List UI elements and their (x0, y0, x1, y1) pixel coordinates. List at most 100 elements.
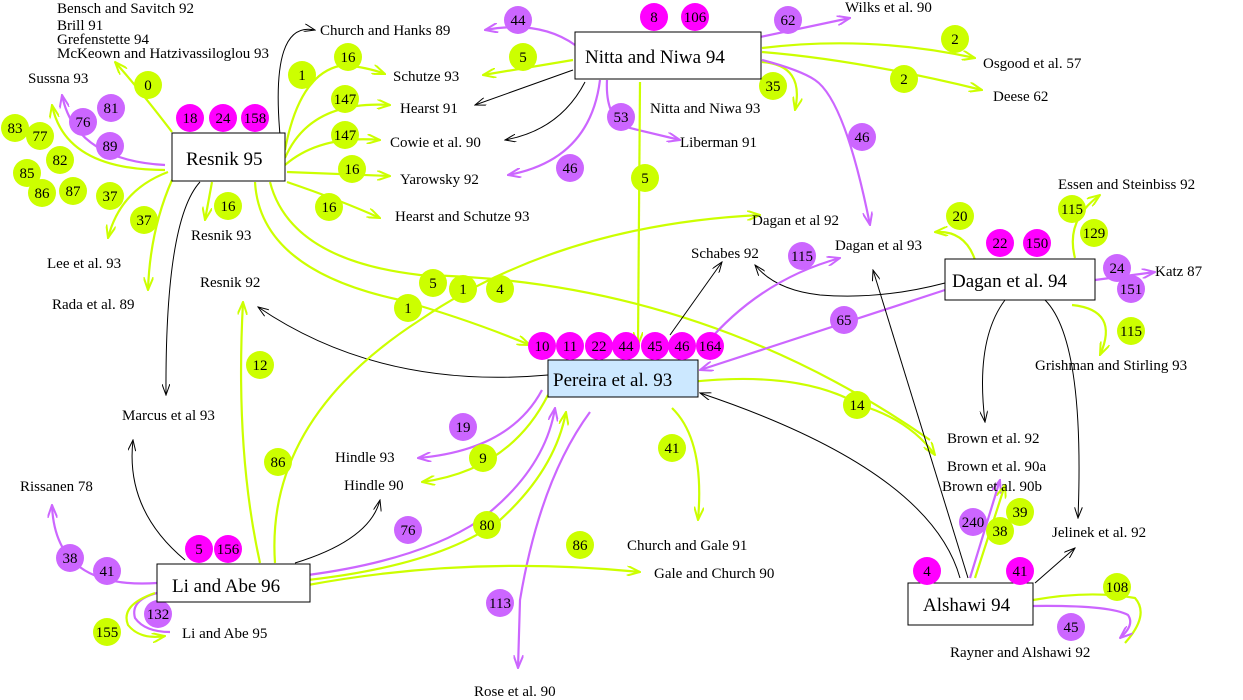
badge-circle (830, 306, 858, 334)
reference-label[interactable]: Liberman 91 (680, 135, 757, 151)
count-badge: 16 (315, 193, 343, 221)
edge (689, 377, 935, 455)
reference-label[interactable]: Resnik 92 (200, 275, 260, 291)
badge-value: 11 (563, 339, 577, 355)
reference-label[interactable]: Marcus et al 93 (122, 408, 215, 424)
reference-label[interactable]: Li and Abe 95 (182, 626, 267, 642)
count-badge: 41 (658, 434, 686, 462)
reference-label[interactable]: Grefenstette 94 (57, 32, 150, 48)
badge-value: 80 (480, 518, 495, 534)
reference-label[interactable]: Hindle 90 (344, 478, 404, 494)
badge-value: 0 (144, 78, 152, 94)
reference-label[interactable]: Rissanen 78 (20, 479, 93, 495)
badge-value: 38 (993, 524, 1008, 540)
reference-label[interactable]: Church and Hanks 89 (320, 23, 450, 39)
reference-label[interactable]: Brill 91 (57, 18, 103, 34)
badge-value: 12 (253, 358, 268, 374)
count-badge: 86 (264, 448, 292, 476)
count-badge: 38 (56, 544, 84, 572)
nodes-layer: Resnik 95 Nitta and Niwa 94 Dagan et al.… (156, 31, 1096, 626)
reference-label[interactable]: Nitta and Niwa 93 (650, 101, 760, 117)
count-badge: 151 (1117, 275, 1145, 303)
count-badge: 10 (528, 332, 556, 360)
badge-circle (96, 182, 124, 210)
reference-label[interactable]: Wilks et al. 90 (845, 0, 932, 16)
references-layer: Bensch and Savitch 92 Brill 91 Grefenste… (20, 0, 1203, 700)
reference-label[interactable]: Brown et al. 90b (942, 479, 1042, 495)
badge-circle (759, 72, 787, 100)
badge-circle (334, 43, 362, 71)
count-badge: 37 (130, 206, 158, 234)
badge-value: 2 (900, 72, 908, 88)
reference-label[interactable]: Deese 62 (993, 89, 1048, 105)
badge-circle (1103, 254, 1131, 282)
edge (1032, 604, 1130, 638)
edge (761, 42, 975, 58)
reference-label[interactable]: Church and Gale 91 (627, 538, 747, 554)
node-label: Li and Abe 96 (172, 576, 280, 597)
node-nitta-and-niwa-94[interactable]: Nitta and Niwa 94 (574, 31, 762, 80)
reference-label[interactable]: Schutze 93 (393, 69, 459, 85)
node-resnik-95[interactable]: Resnik 95 (171, 132, 286, 182)
reference-label[interactable]: Gale and Church 90 (654, 566, 774, 582)
badge-circle (585, 332, 613, 360)
badge-value: 85 (20, 166, 35, 182)
reference-label[interactable]: Dagan et al 92 (752, 213, 839, 229)
reference-label[interactable]: Cowie et al. 90 (390, 135, 481, 151)
reference-label[interactable]: Yarowsky 92 (400, 172, 479, 188)
badge-circle (176, 104, 204, 132)
badge-circle (959, 508, 987, 536)
reference-label[interactable]: Essen and Steinbiss 92 (1058, 177, 1195, 193)
count-badge: 2 (941, 25, 969, 53)
count-badge: 115 (788, 242, 816, 270)
edge (1032, 593, 1142, 644)
edge (669, 262, 722, 336)
node-dagan-et-al-94[interactable]: Dagan et al. 94 (944, 258, 1096, 301)
edge (505, 81, 586, 140)
node-alshawi-94[interactable]: Alshawi 94 (907, 582, 1034, 626)
reference-label[interactable]: Dagan et al 93 (835, 238, 922, 254)
reference-label[interactable]: Katz 87 (1155, 264, 1203, 280)
badge-value: 46 (675, 339, 691, 355)
badge-value: 18 (183, 111, 198, 127)
reference-label[interactable]: Sussna 93 (28, 71, 88, 87)
badge-circle (986, 229, 1014, 257)
reference-label[interactable]: Rada et al. 89 (52, 297, 134, 313)
count-badge: 65 (830, 306, 858, 334)
count-badge: 156 (214, 535, 242, 563)
badge-circle (1006, 557, 1034, 585)
reference-label[interactable]: Hearst and Schutze 93 (395, 209, 530, 225)
badge-circle (774, 6, 802, 34)
reference-label[interactable]: Brown et al. 90a (947, 459, 1046, 475)
reference-label[interactable]: Bensch and Savitch 92 (57, 1, 194, 17)
edge (704, 258, 840, 346)
node-li-and-abe-96[interactable]: Li and Abe 96 (156, 563, 311, 603)
badge-value: 5 (641, 171, 649, 187)
edge (241, 302, 262, 564)
count-badge: 129 (1080, 219, 1108, 247)
badge-value: 76 (76, 115, 92, 131)
edge (508, 79, 602, 175)
reference-label[interactable]: Grishman and Stirling 93 (1035, 358, 1187, 374)
node-pereira-et-al-93[interactable]: Pereira et al. 93 (547, 359, 699, 398)
count-badge: 38 (986, 517, 1014, 545)
reference-label[interactable]: Schabes 92 (691, 246, 759, 262)
count-badge: 8 (640, 3, 668, 31)
reference-label[interactable]: Brown et al. 92 (947, 431, 1039, 447)
reference-label[interactable]: McKeown and Hatzivassiloglou 93 (57, 46, 269, 62)
reference-label[interactable]: Resnik 93 (191, 228, 251, 244)
badge-value: 16 (322, 200, 338, 216)
reference-label[interactable]: Rayner and Alshawi 92 (950, 645, 1090, 661)
reference-label[interactable]: Lee et al. 93 (47, 256, 121, 272)
reference-label[interactable]: Rose et al. 90 (474, 684, 556, 700)
badge-value: 37 (137, 213, 153, 229)
reference-label[interactable]: Hindle 93 (335, 450, 395, 466)
reference-label[interactable]: Jelinek et al. 92 (1052, 525, 1146, 541)
badge-circle (93, 557, 121, 585)
badge-circle (331, 85, 359, 113)
badge-value: 147 (334, 128, 357, 144)
reference-label[interactable]: Osgood et al. 57 (983, 56, 1082, 72)
badge-value: 164 (699, 339, 722, 355)
reference-label[interactable]: Hearst 91 (400, 101, 458, 117)
